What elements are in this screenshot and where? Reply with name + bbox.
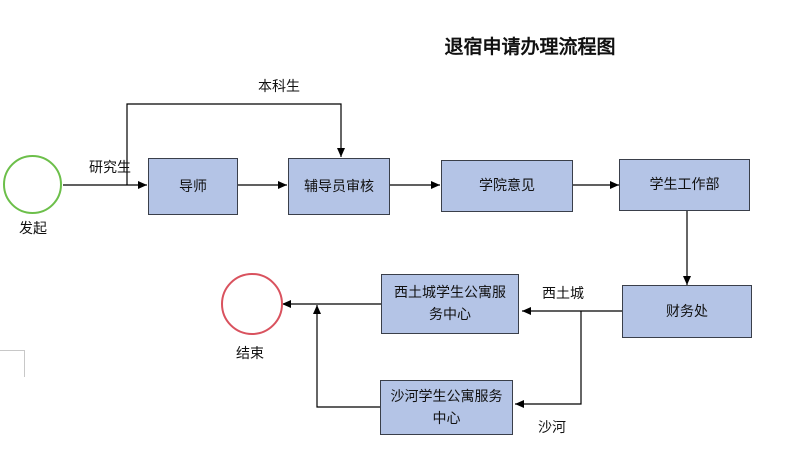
start-circle	[3, 155, 62, 214]
diagram-title: 退宿申请办理流程图	[444, 36, 616, 58]
node-shahe-center: 沙河学生公寓服务中心	[380, 380, 513, 435]
node-counselor: 辅导员审核	[288, 158, 390, 215]
node-xitucheng-center: 西土城学生公寓服务中心	[381, 274, 519, 334]
edge-label-xitucheng: 西土城	[542, 286, 584, 302]
end-circle	[221, 273, 283, 335]
edge-undergrad-counselor	[126, 103, 345, 185]
edge-shahe-end	[313, 305, 380, 408]
page-corner-mark	[0, 350, 25, 377]
node-finance: 财务处	[622, 285, 752, 338]
edge-label-shahe: 沙河	[538, 420, 566, 436]
end-label: 结束	[236, 346, 264, 362]
node-student-affairs: 学生工作部	[619, 159, 750, 211]
node-college: 学院意见	[441, 160, 573, 212]
edge-label-graduate: 研究生	[89, 160, 131, 176]
edge-finance-shahe	[515, 311, 582, 408]
node-advisor: 导师	[148, 158, 238, 215]
edge-label-undergrad: 本科生	[258, 79, 300, 95]
start-label: 发起	[19, 221, 47, 237]
